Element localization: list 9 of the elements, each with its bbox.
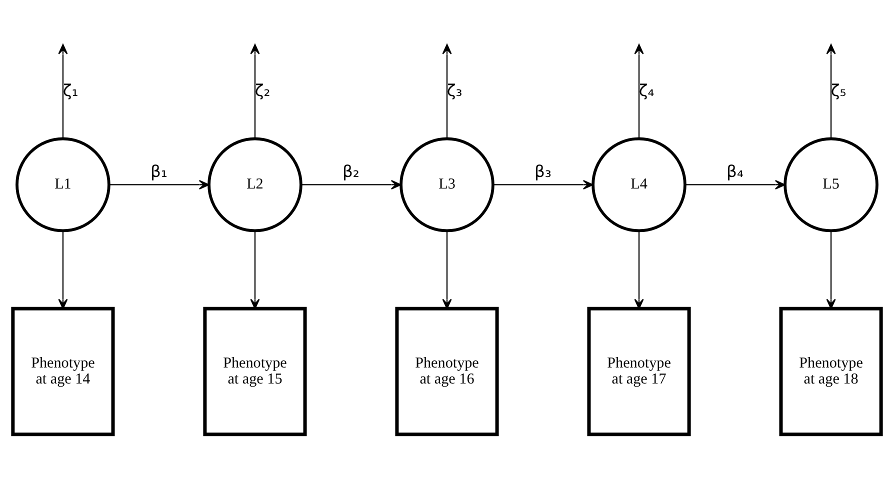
edge-label: ζ₅ [830,80,846,100]
edge-label: ζ₁ [62,80,78,100]
edge-label: ζ₄ [638,80,654,100]
edge-label: ζ₃ [446,80,462,100]
edge-label: ζ₂ [254,80,270,100]
edge-label: β₁ [150,162,168,181]
edge-label: β₃ [534,162,552,181]
edge-label: β₄ [726,162,744,181]
edge-label: β₂ [342,162,360,181]
